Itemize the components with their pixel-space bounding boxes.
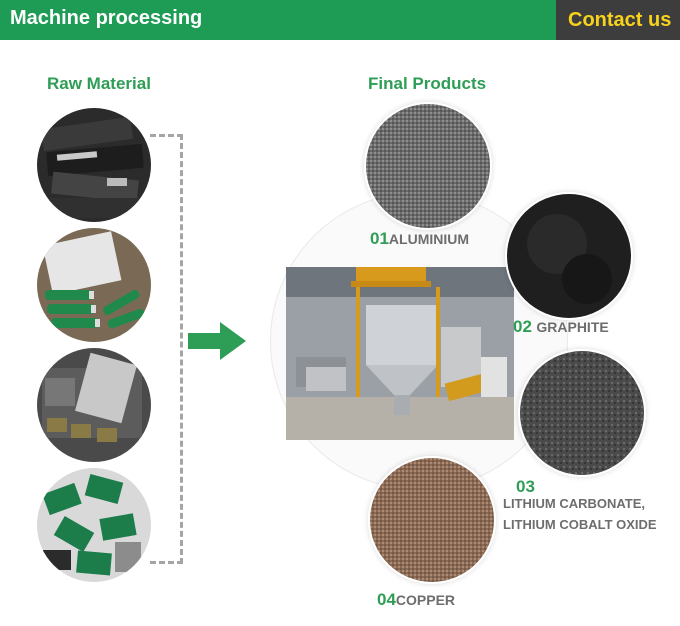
raw-material-image-pouch-cells <box>37 348 151 462</box>
raw-material-image-cylindrical-cells <box>37 228 151 342</box>
product-name: ALUMINIUM <box>388 231 470 247</box>
product-name-lithium-line1: LITHIUM CARBONATE, <box>503 496 646 511</box>
product-image-aluminium <box>364 102 492 230</box>
final-products-title: Final Products <box>368 74 487 93</box>
product-label-aluminium: 01ALUMINIUM <box>370 229 469 249</box>
product-number: 01 <box>370 229 389 248</box>
recycling-machine-photo <box>286 267 514 440</box>
product-image-copper <box>368 456 496 584</box>
contact-us-button[interactable]: Contact us <box>556 0 680 40</box>
product-label-lithium-number: 03 <box>516 477 535 497</box>
product-image-graphite <box>505 192 633 320</box>
raw-material-image-laptop-batteries <box>37 108 151 222</box>
product-label-copper: 04COPPER <box>377 590 455 610</box>
header-bar: Machine processing Contact us <box>0 0 680 40</box>
product-name: COPPER <box>395 592 456 608</box>
product-label-graphite: 02 GRAPHITE <box>513 317 609 337</box>
page-title: Machine processing <box>10 7 203 29</box>
contact-us-label: Contact us <box>568 9 672 31</box>
product-number: 04 <box>377 590 396 609</box>
product-number: 03 <box>516 477 535 496</box>
raw-material-image-phone-batteries <box>37 468 151 582</box>
arrow-right-icon <box>188 322 246 365</box>
raw-material-bracket <box>150 134 183 564</box>
raw-material-title: Raw Material <box>47 74 151 93</box>
product-name-lithium-line2: LITHIUM COBALT OXIDE <box>503 517 657 532</box>
product-image-lithium-compounds <box>518 349 646 477</box>
product-name: GRAPHITE <box>536 319 609 335</box>
product-number: 02 <box>513 317 532 336</box>
